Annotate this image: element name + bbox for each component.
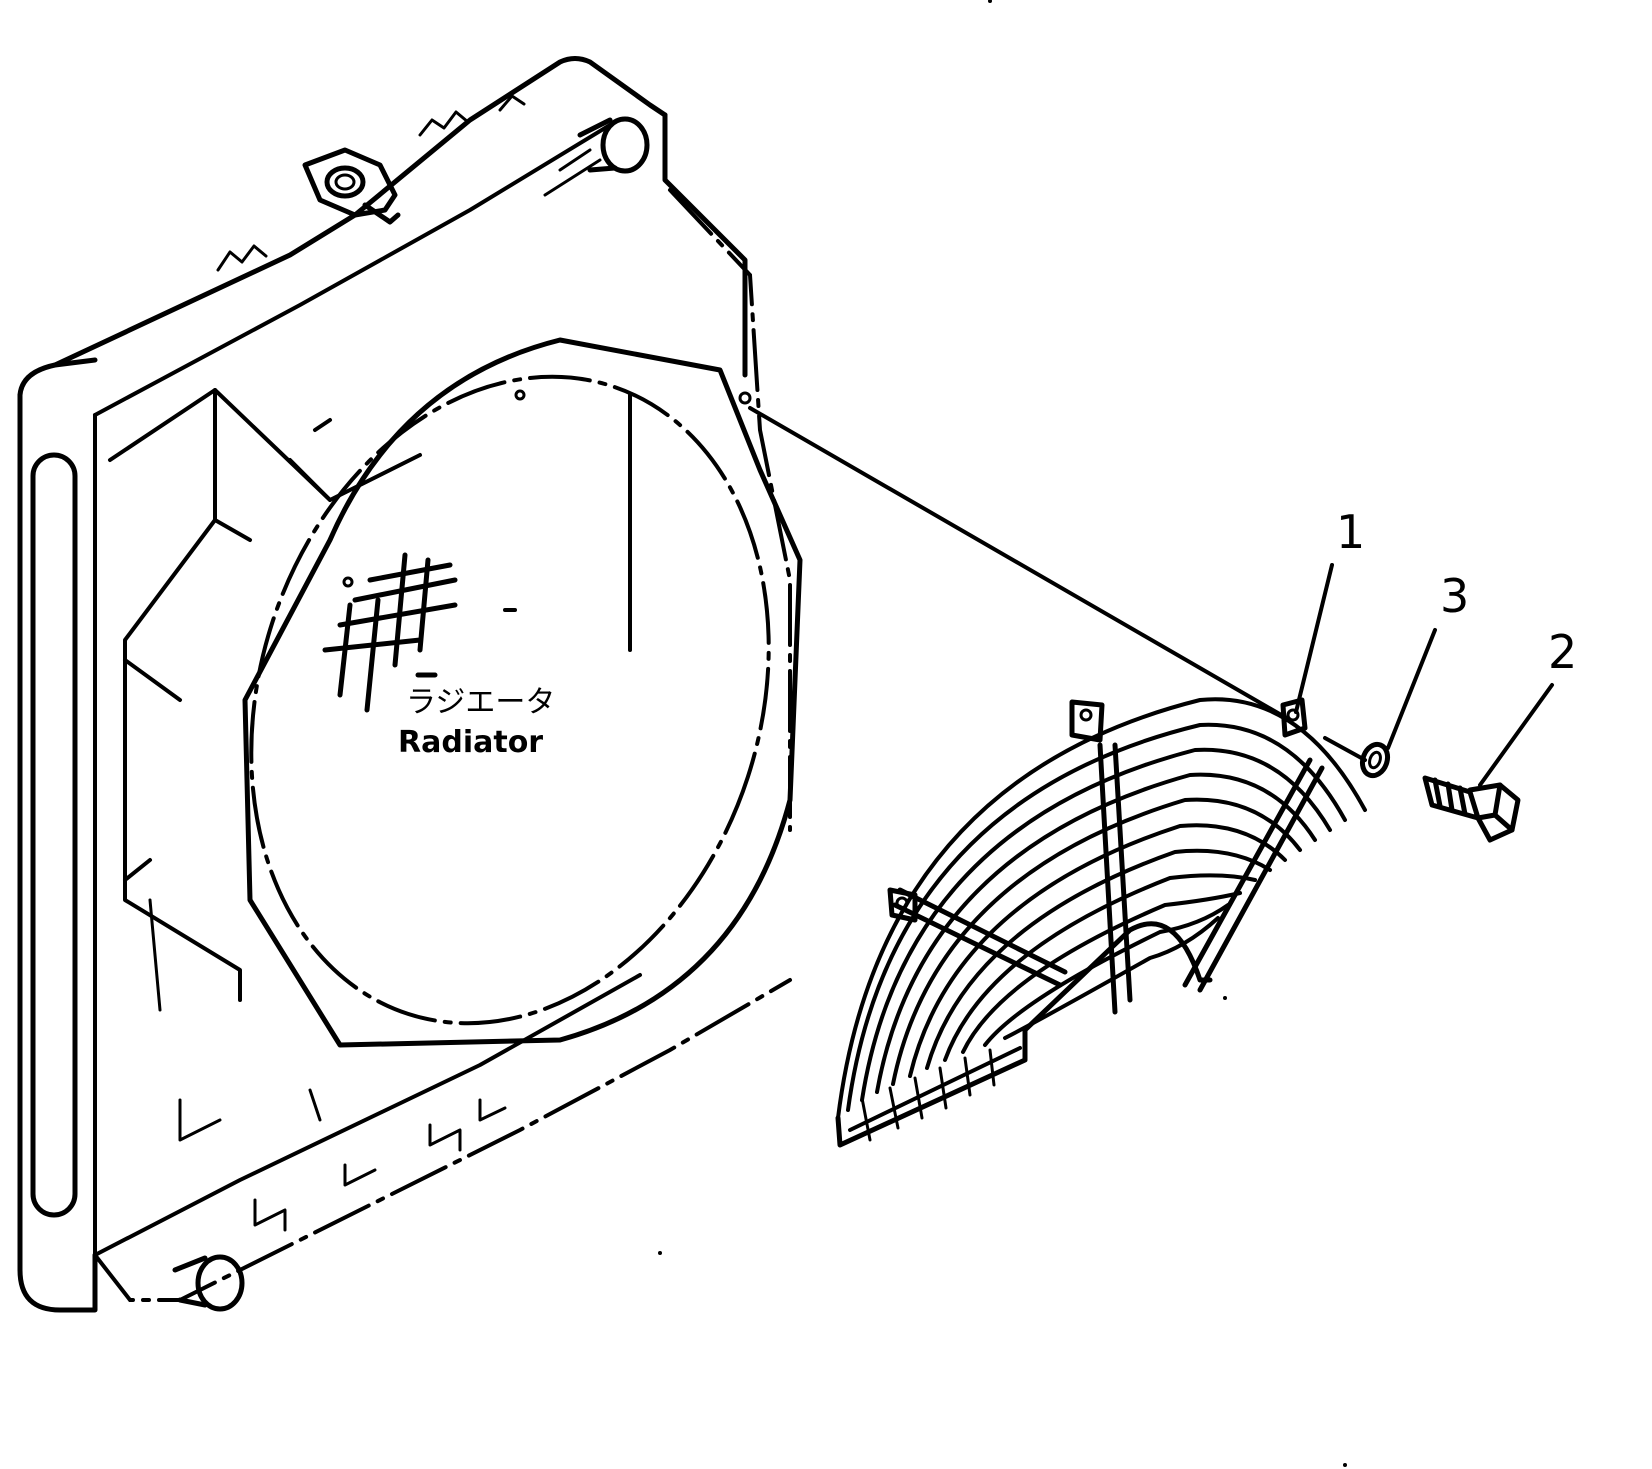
radiator-bottom-inner (93, 973, 642, 1257)
radiator-label-jp: ラジエータ (406, 685, 555, 720)
lower-hose-pipe-icon (172, 1254, 245, 1312)
callout-3: 3 (1386, 569, 1469, 750)
scan-speck (1223, 996, 1227, 1000)
radiator-core-hatch (322, 552, 458, 713)
washer-icon (1359, 741, 1391, 779)
scan-speck (658, 1251, 662, 1255)
radiator-shroud-box-2 (123, 518, 252, 882)
callout-number-3: 3 (1440, 569, 1469, 623)
radiator-left-bottom-lines (148, 898, 322, 1122)
shroud-hole-1 (514, 389, 526, 401)
radiator-bottom-edge (93, 978, 792, 1302)
radiator-top-fins (216, 94, 526, 272)
shroud-hole-3 (342, 576, 354, 588)
callout-number-2: 2 (1548, 625, 1577, 679)
radiator-shroud-right (668, 188, 792, 832)
radiator-left-tank (17, 392, 98, 1313)
scan-speck (988, 0, 992, 3)
shroud-hole-2 (738, 391, 752, 405)
leader-line-3 (1386, 628, 1437, 750)
radiator-top-edge (52, 56, 668, 368)
callout-number-1: 1 (1336, 505, 1365, 559)
radiator-label-en: Radiator (398, 725, 543, 760)
leader-line-1 (1294, 563, 1334, 714)
radiator-cap-icon (302, 147, 401, 225)
radiator-right-edge (662, 112, 748, 378)
scan-speck (1343, 1463, 1347, 1467)
leader-line-2 (1478, 683, 1554, 787)
bolt-icon (1422, 775, 1521, 843)
radiator-side-slot (30, 452, 78, 1218)
radiator-assembly: ラジエータ Radiator (17, 56, 803, 1313)
callout-2: 2 (1478, 625, 1577, 787)
assembly-center-line (748, 406, 1367, 762)
fan-guard-icon (835, 697, 1367, 1148)
radiator-shroud-top (108, 388, 422, 502)
hose-pipe-icon (543, 116, 650, 197)
radiator-bottom-fins (178, 1098, 507, 1232)
radiator-shroud-diag (288, 418, 332, 502)
fan-shroud-ring-inner (249, 374, 771, 1026)
radiator-shroud-box (123, 388, 242, 1002)
callout-1: 1 (1294, 505, 1365, 714)
radiator-top-inner-edge (93, 123, 612, 417)
